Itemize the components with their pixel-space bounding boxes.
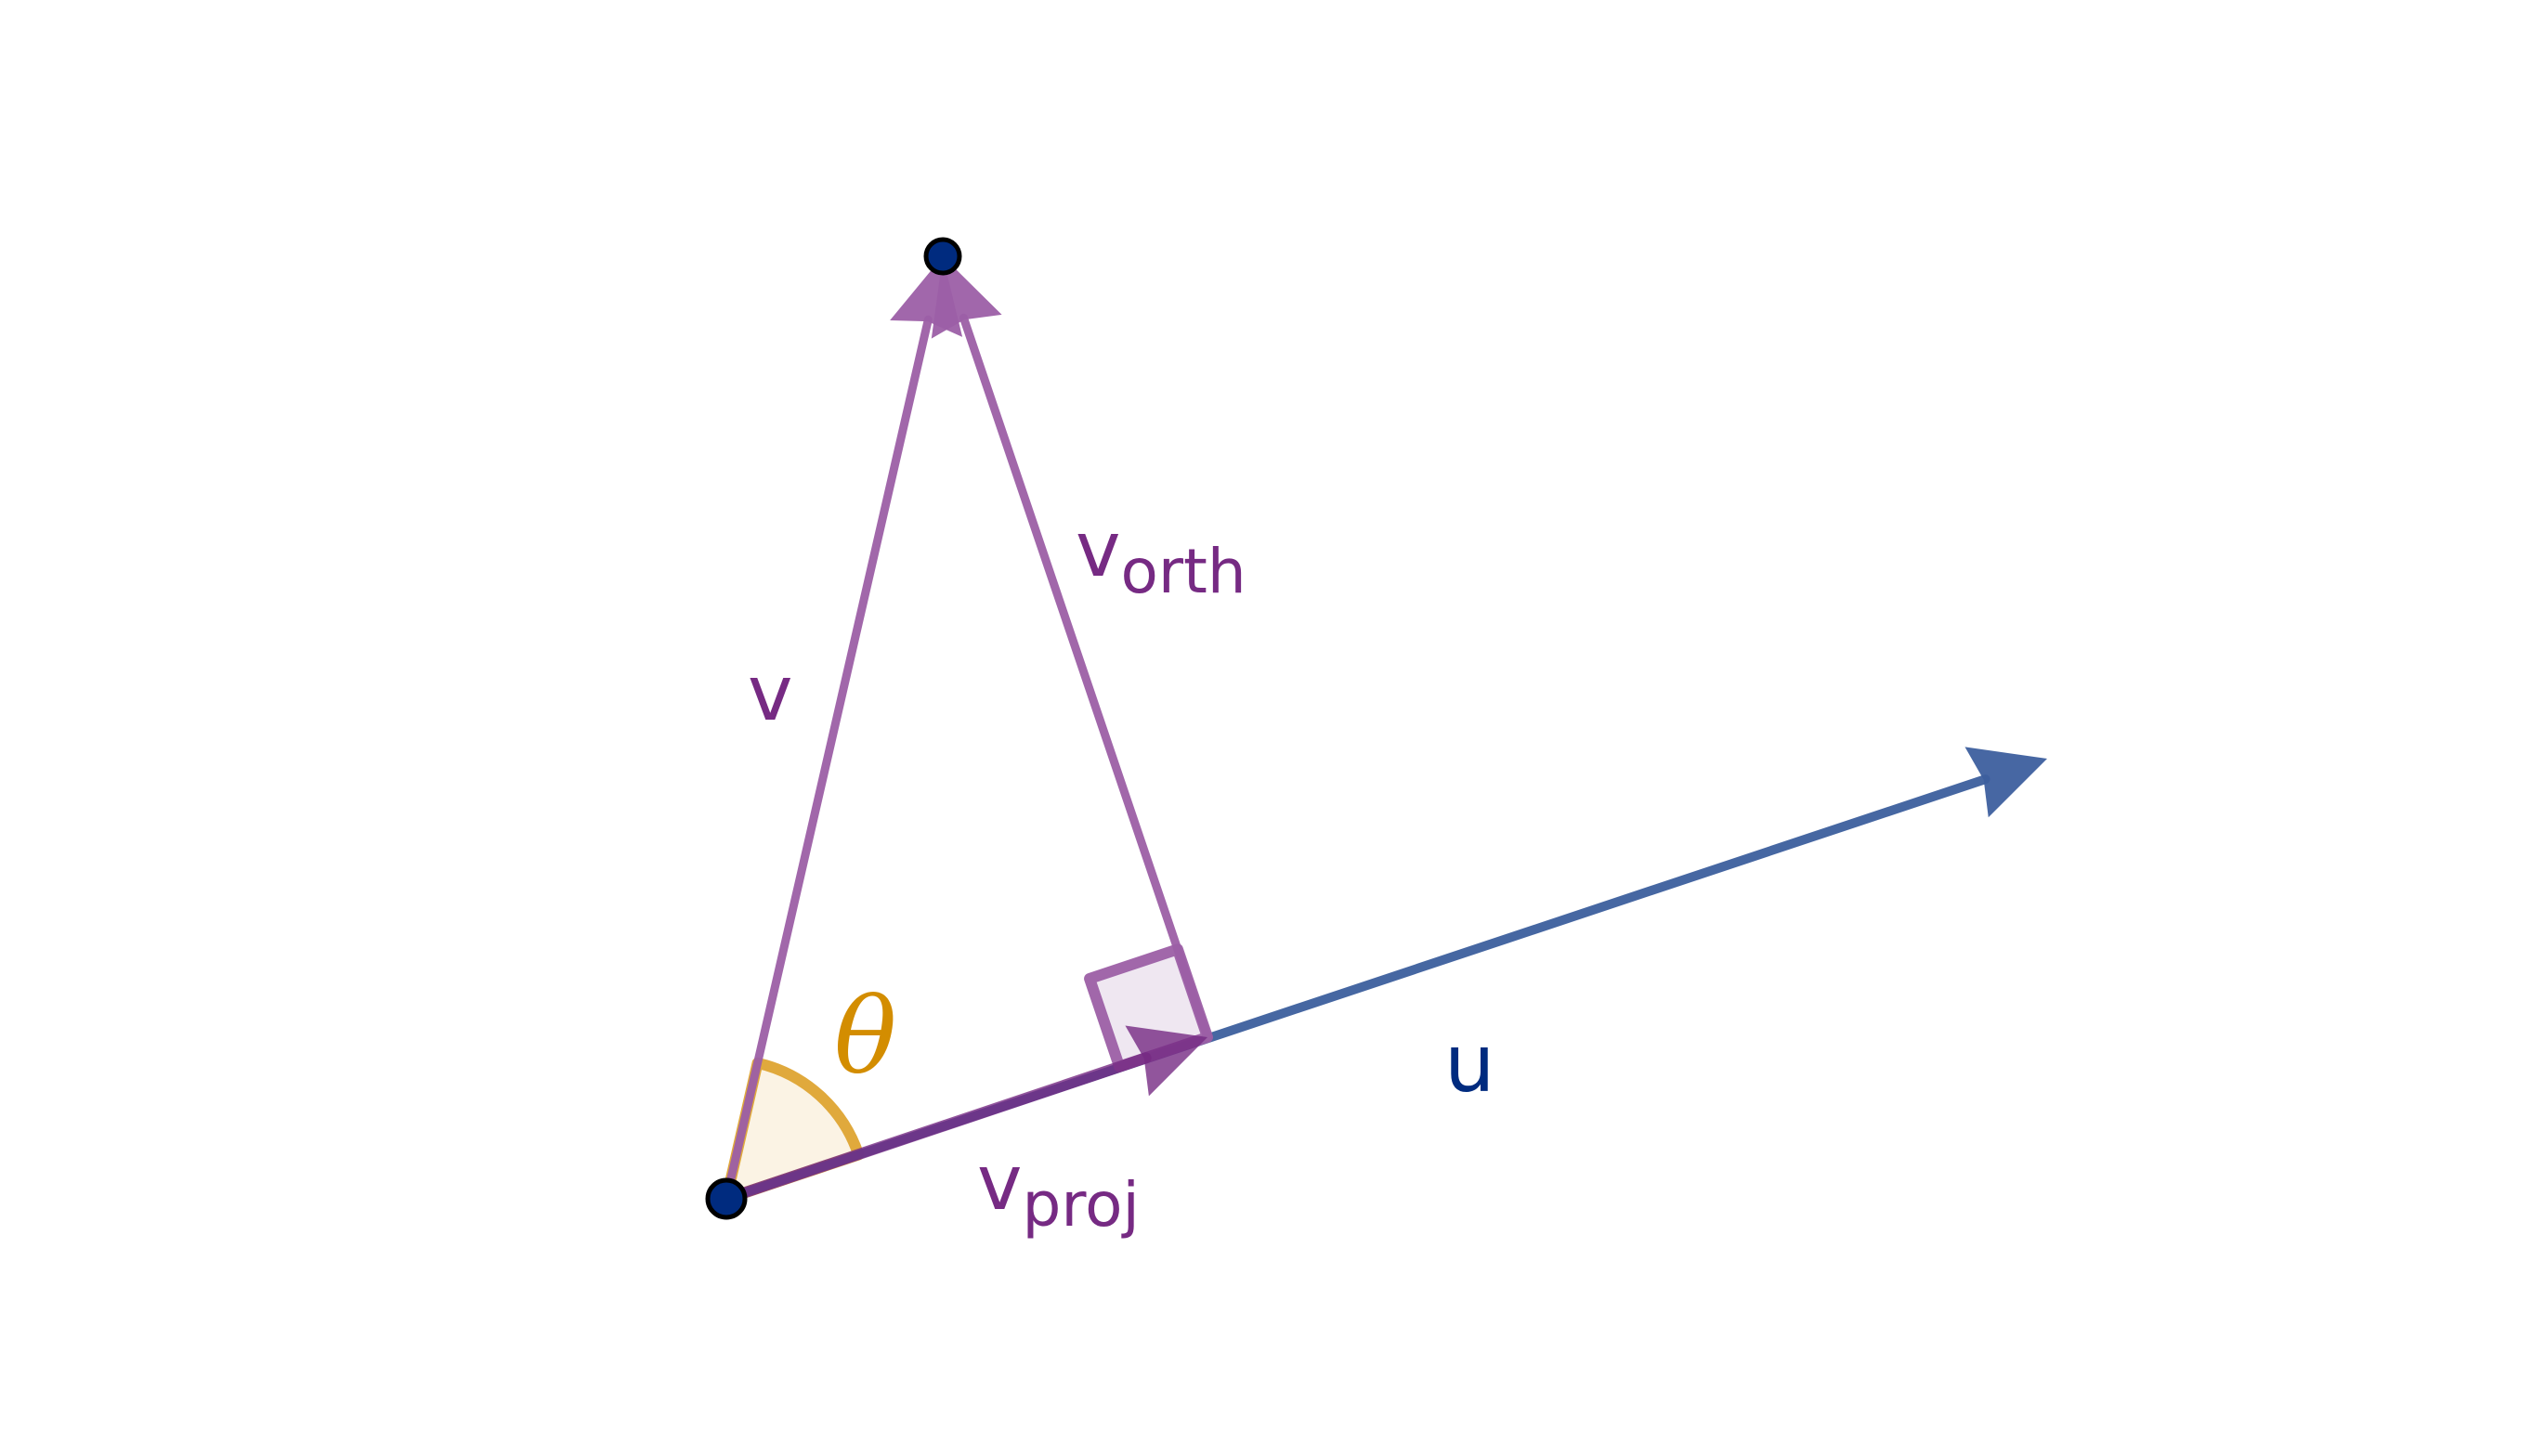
origin-point <box>705 1177 748 1220</box>
v-tip-point <box>923 237 962 276</box>
vector-v-orth-shaft <box>959 313 1212 1042</box>
label-u: u <box>1444 1018 1495 1111</box>
label-v: v <box>748 650 793 738</box>
vector-v-proj-arrowhead <box>1125 1025 1207 1097</box>
label-v-orth-main: v <box>1076 506 1121 594</box>
vector-v-shaft <box>722 315 933 1203</box>
label-v-orth: vorth <box>1076 506 1246 607</box>
label-v-proj: vproj <box>977 1139 1140 1241</box>
label-v-proj-sub: proj <box>1023 1169 1140 1241</box>
vector-u-arrowhead <box>1964 747 2047 818</box>
vector-v-proj-shaft <box>721 1052 1152 1204</box>
vector-v-orth-arrowhead <box>931 256 1002 339</box>
label-v-proj-main: v <box>977 1139 1023 1228</box>
label-theta: θ <box>834 977 896 1098</box>
label-v-orth-sub: orth <box>1121 536 1246 607</box>
